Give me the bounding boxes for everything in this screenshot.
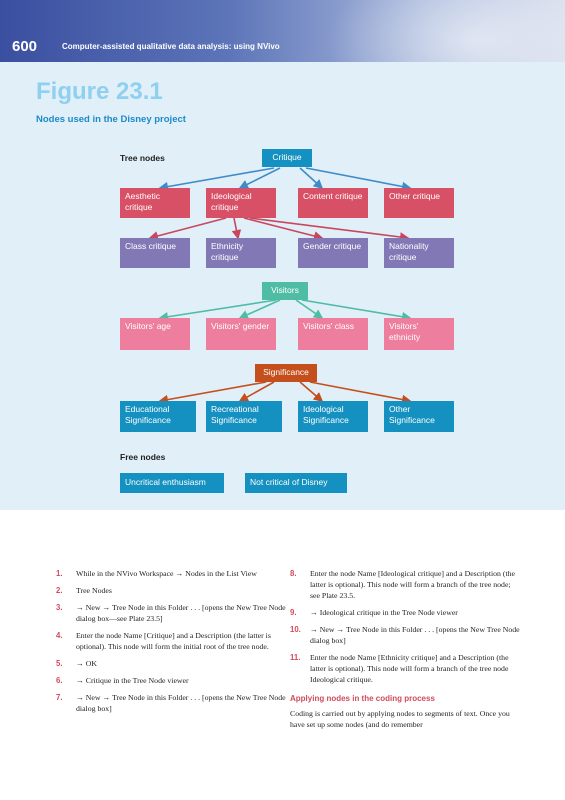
- section-paragraph: Coding is carried out by applying nodes …: [290, 709, 510, 729]
- node-content-critique: Content critique: [298, 188, 368, 218]
- node-nationality-critique: Nationality critique: [384, 238, 454, 268]
- list-item: 2.Tree Nodes: [56, 586, 112, 595]
- page-number: 600: [12, 38, 38, 55]
- node-ideological-critique: Ideological critique: [206, 188, 276, 218]
- header-sheen: [325, 0, 565, 62]
- node-other-significance: Other Significance: [384, 401, 454, 432]
- node-significance: Significance: [255, 364, 317, 382]
- list-item: 9.→ Ideological critique in the Tree Nod…: [290, 608, 458, 617]
- node-visitors-ethnicity: Visitors' ethnicity: [384, 318, 454, 350]
- node-aesthetic-critique: Aesthetic critique: [120, 188, 190, 218]
- right-column: 8.Enter the node Name [Ideological criti…: [290, 568, 520, 730]
- node-recreational-significance: Recreational Significance: [206, 401, 282, 432]
- list-item: 4.Enter the node Name [Critique] and a D…: [56, 631, 271, 651]
- node-uncritical-enthusiasm: Uncritical enthusiasm: [120, 473, 224, 493]
- list-item: 6.→ Critique in the Tree Node viewer: [56, 676, 189, 685]
- node-critique: Critique: [262, 149, 312, 167]
- node-visitors: Visitors: [262, 282, 308, 300]
- node-class-critique: Class critique: [120, 238, 190, 268]
- page-header: 600 Computer-assisted qualitative data a…: [0, 0, 565, 62]
- list-item: 1.While in the NVivo Workspace → Nodes i…: [56, 569, 257, 578]
- list-item: 10.→ New → Tree Node in this Folder . . …: [290, 625, 520, 645]
- figure-subtitle: Nodes used in the Disney project: [36, 114, 186, 125]
- running-head: Computer-assisted qualitative data analy…: [62, 42, 280, 51]
- node-visitors-age: Visitors' age: [120, 318, 190, 350]
- list-item: 5.→ OK: [56, 659, 98, 668]
- node-other-critique: Other critique: [384, 188, 454, 218]
- node-educational-significance: Educational Significance: [120, 401, 196, 432]
- free-nodes-label: Free nodes: [120, 452, 166, 462]
- node-gender-critique: Gender critique: [298, 238, 368, 268]
- list-item: 7.→ New → Tree Node in this Folder . . .…: [56, 693, 286, 713]
- node-visitors-gender: Visitors' gender: [206, 318, 276, 350]
- left-column: 1.While in the NVivo Workspace → Nodes i…: [56, 568, 286, 720]
- tree-nodes-label: Tree nodes: [120, 153, 165, 163]
- section-heading: Applying nodes in the coding process: [290, 694, 435, 703]
- node-visitors-class: Visitors' class: [298, 318, 368, 350]
- node-not-critical-of-disney: Not critical of Disney: [245, 473, 347, 493]
- list-item: 8.Enter the node Name [Ideological criti…: [290, 569, 516, 600]
- node-ethnicity-critique: Ethnicity critique: [206, 238, 276, 268]
- figure-title: Figure 23.1: [36, 78, 163, 105]
- list-item: 11.Enter the node Name [Ethnicity critiq…: [290, 653, 509, 684]
- node-ideological-significance: Ideological Significance: [298, 401, 368, 432]
- list-item: 3.→ New → Tree Node in this Folder . . .…: [56, 603, 286, 623]
